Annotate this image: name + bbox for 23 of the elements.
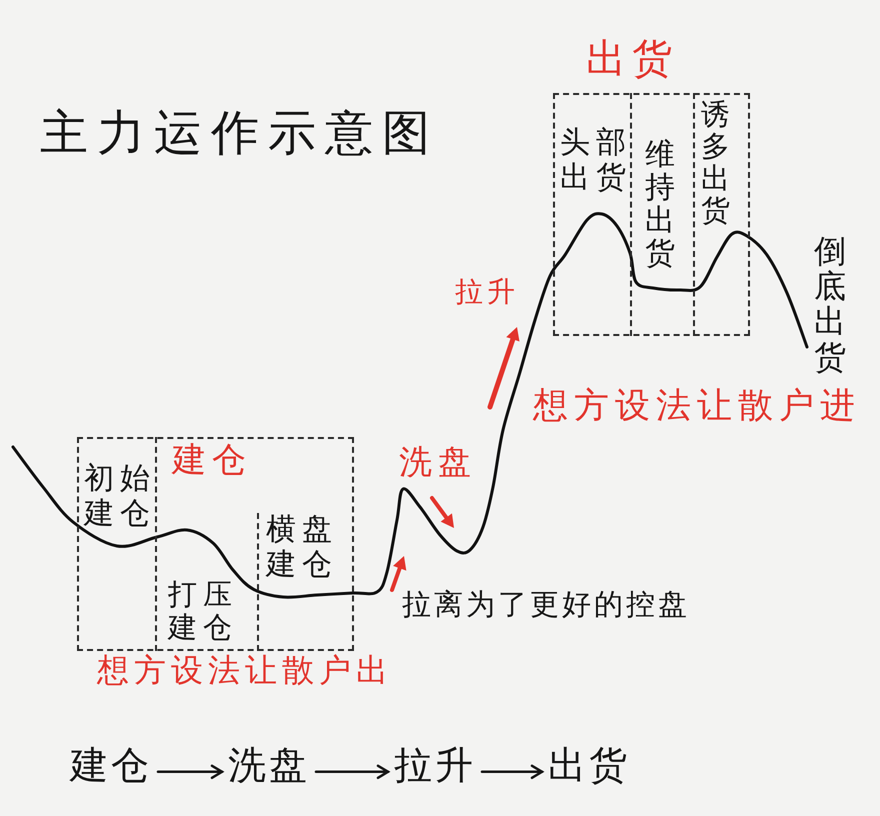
step-label: 建仓 xyxy=(70,744,152,788)
arrow xyxy=(480,764,544,780)
stage-label: 打压建仓 xyxy=(168,578,240,645)
phase-note: 洗盘 xyxy=(399,443,477,481)
step-label: 出货 xyxy=(548,744,630,788)
step-label: 洗盘 xyxy=(228,744,310,788)
stage-label: 初始建仓 xyxy=(84,462,157,531)
section-heading: 出货 xyxy=(586,36,678,82)
dashed-region xyxy=(77,437,354,651)
diagram-title: 主力运作示意图 xyxy=(40,106,439,162)
arrow xyxy=(156,764,224,780)
section-heading: 建仓 xyxy=(172,441,252,480)
stage-label: 头部出货 xyxy=(560,126,633,195)
step-label: 拉升 xyxy=(394,744,476,788)
arrow xyxy=(314,764,390,780)
phase-note: 想方设法让散户进 xyxy=(533,386,861,426)
stage-label: 诱多出货 xyxy=(701,99,730,227)
phase-note: 倒底出货 xyxy=(814,234,846,375)
phase-note: 拉离为了更好的控盘 xyxy=(402,588,690,622)
phase-note: 想方设法让散户出 xyxy=(97,652,393,689)
stage-label: 维持出货 xyxy=(645,138,675,270)
stage-label: 横盘建仓 xyxy=(266,513,339,582)
phase-note: 拉升 xyxy=(455,276,519,308)
